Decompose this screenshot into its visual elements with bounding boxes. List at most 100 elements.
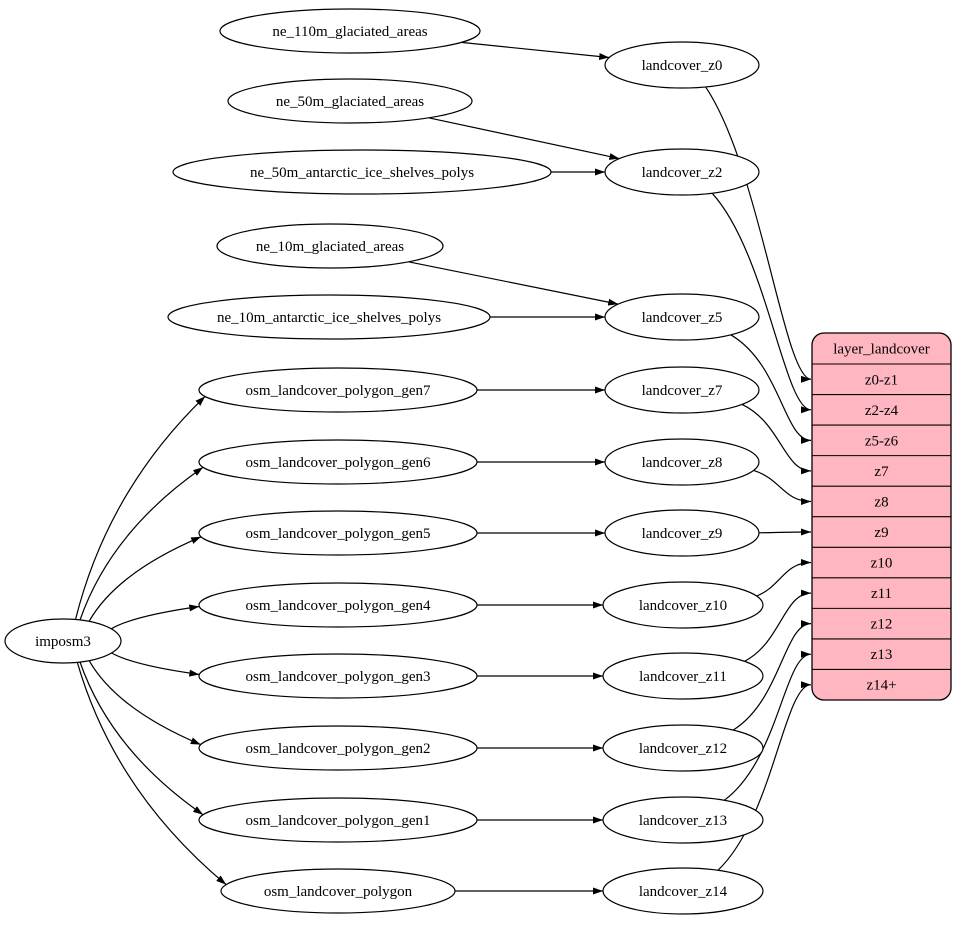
node-osm_landcover_polygon-shape [220, 868, 456, 914]
edge-ne_10m_glaciated_areas-to-landcover_z5 [408, 261, 619, 306]
node-landcover_z7-label: landcover_z7 [642, 383, 723, 399]
edge-imposm3-to-osm_landcover_polygon_gen4 [110, 604, 200, 630]
edge-landcover_z10-to-row-z10 [756, 559, 812, 597]
node-osm_landcover_polygon: osm_landcover_polygon [220, 868, 456, 914]
node-osm_landcover_polygon_gen1-shape [198, 797, 478, 843]
node-landcover_z8-label: landcover_z8 [642, 455, 723, 471]
node-osm_landcover_polygon_gen4: osm_landcover_polygon_gen4 [198, 582, 478, 628]
node-landcover_z5-shape [604, 293, 760, 341]
node-osm_landcover_polygon_gen3-shape [198, 653, 478, 699]
node-ne_50m_antarctic_ice_shelves_polys: ne_50m_antarctic_ice_shelves_polys [172, 149, 552, 195]
node-landcover_z9-shape [604, 509, 760, 557]
node-osm_landcover_polygon_gen7-label: osm_landcover_polygon_gen7 [246, 383, 431, 399]
edge-landcover_z7-to-row-z7 [741, 403, 812, 475]
node-landcover_z7-shape [604, 366, 760, 414]
node-osm_landcover_polygon_gen2-label: osm_landcover_polygon_gen2 [246, 741, 431, 757]
edges-layer [74, 41, 812, 895]
table-row-z10-label: z10 [871, 556, 893, 572]
table-row-z11-label: z11 [871, 586, 892, 602]
edge-landcover_z5-to-row-z5-z6 [730, 334, 812, 444]
edge-landcover_z12-to-row-z12 [732, 620, 812, 731]
node-landcover_z10-shape [602, 581, 764, 629]
edge-imposm3-to-osm_landcover_polygon_gen5 [88, 536, 202, 622]
table-layer_landcover-title: layer_landcover [833, 342, 930, 358]
node-landcover_z5-label: landcover_z5 [642, 310, 723, 326]
node-ne_110m_glaciated_areas-label: ne_110m_glaciated_areas [272, 24, 427, 40]
node-landcover_z12: landcover_z12 [602, 724, 764, 772]
node-landcover_z13-label: landcover_z13 [639, 813, 727, 829]
node-landcover_z14-label: landcover_z14 [639, 884, 728, 900]
node-ne_50m_glaciated_areas: ne_50m_glaciated_areas [227, 78, 473, 124]
node-landcover_z12-label: landcover_z12 [639, 741, 727, 757]
edge-imposm3-to-osm_landcover_polygon_gen3 [111, 652, 200, 677]
table-row-z2-z4-label: z2-z4 [865, 403, 899, 419]
node-osm_landcover_polygon_gen2: osm_landcover_polygon_gen2 [198, 725, 478, 771]
node-ne_10m_glaciated_areas: ne_10m_glaciated_areas [216, 223, 444, 269]
node-osm_landcover_polygon_gen5-shape [198, 510, 478, 556]
edge-landcover_z14-to-row-z14+ [717, 681, 812, 871]
node-landcover_z12-shape [602, 724, 764, 772]
node-ne_10m_glaciated_areas-label: ne_10m_glaciated_areas [256, 239, 404, 255]
node-landcover_z7: landcover_z7 [604, 366, 760, 414]
node-osm_landcover_polygon_gen3: osm_landcover_polygon_gen3 [198, 653, 478, 699]
node-osm_landcover_polygon_gen6: osm_landcover_polygon_gen6 [198, 439, 478, 485]
node-ne_10m_antarctic_ice_shelves_polys: ne_10m_antarctic_ice_shelves_polys [167, 294, 491, 340]
edge-landcover_z0-to-row-z0-z1 [705, 86, 812, 383]
table-row-z13-label: z13 [871, 647, 893, 663]
edge-landcover_z8-to-row-z8 [753, 469, 812, 505]
node-ne_110m_glaciated_areas: ne_110m_glaciated_areas [219, 8, 481, 54]
node-osm_landcover_polygon-label: osm_landcover_polygon [264, 884, 413, 900]
edge-imposm3-to-osm_landcover_polygon_gen1 [79, 661, 204, 816]
node-landcover_z10-label: landcover_z10 [639, 598, 727, 614]
node-osm_landcover_polygon_gen4-label: osm_landcover_polygon_gen4 [246, 598, 431, 614]
node-landcover_z0-shape [604, 41, 760, 89]
node-landcover_z11-shape [602, 652, 764, 700]
node-osm_landcover_polygon_gen7: osm_landcover_polygon_gen7 [198, 367, 478, 413]
edge-imposm3-to-osm_landcover_polygon [76, 662, 227, 886]
node-ne_50m_glaciated_areas-shape [227, 78, 473, 124]
node-osm_landcover_polygon_gen1: osm_landcover_polygon_gen1 [198, 797, 478, 843]
node-imposm3-label: imposm3 [35, 634, 91, 650]
table-row-z12-label: z12 [871, 617, 893, 633]
node-landcover_z10: landcover_z10 [602, 581, 764, 629]
node-osm_landcover_polygon_gen3-label: osm_landcover_polygon_gen3 [246, 669, 431, 685]
node-osm_landcover_polygon_gen2-shape [198, 725, 478, 771]
edge-imposm3-to-osm_landcover_polygon_gen2 [88, 660, 201, 746]
node-landcover_z2-label: landcover_z2 [642, 165, 723, 181]
table-row-z8-label: z8 [874, 494, 888, 510]
node-landcover_z5: landcover_z5 [604, 293, 760, 341]
node-landcover_z9-label: landcover_z9 [642, 526, 723, 542]
node-imposm3: imposm3 [4, 618, 122, 664]
node-landcover_z11: landcover_z11 [602, 652, 764, 700]
table-row-z14+-label: z14+ [866, 678, 896, 694]
node-landcover_z9: landcover_z9 [604, 509, 760, 557]
node-osm_landcover_polygon_gen6-label: osm_landcover_polygon_gen6 [246, 455, 431, 471]
nodes-layer: ne_110m_glaciated_areas ne_50m_glaciated_… [4, 8, 764, 915]
node-landcover_z13: landcover_z13 [602, 796, 764, 844]
table-row-z7-label: z7 [874, 464, 889, 480]
node-landcover_z14-shape [602, 867, 764, 915]
table-row-z9-label: z9 [874, 525, 888, 541]
edge-imposm3-to-osm_landcover_polygon_gen6 [79, 466, 204, 621]
node-landcover_z8: landcover_z8 [604, 438, 760, 486]
node-ne_50m_antarctic_ice_shelves_polys-shape [172, 149, 552, 195]
node-osm_landcover_polygon_gen5: osm_landcover_polygon_gen5 [198, 510, 478, 556]
node-osm_landcover_polygon_gen5-label: osm_landcover_polygon_gen5 [246, 526, 431, 542]
node-landcover_z0-label: landcover_z0 [642, 58, 723, 74]
edge-landcover_z9-to-row-z9 [758, 528, 812, 536]
node-landcover_z8-shape [604, 438, 760, 486]
node-landcover_z2-shape [604, 148, 760, 196]
node-landcover_z0: landcover_z0 [604, 41, 760, 89]
table-row-z0-z1-label: z0-z1 [865, 372, 898, 388]
node-imposm3-shape [4, 618, 122, 664]
node-landcover_z2: landcover_z2 [604, 148, 760, 196]
table-row-z5-z6-label: z5-z6 [865, 433, 899, 449]
edge-landcover_z13-to-row-z13 [723, 650, 812, 801]
node-osm_landcover_polygon_gen6-shape [198, 439, 478, 485]
edge-landcover_z2-to-row-z2-z4 [711, 192, 812, 414]
node-landcover_z14: landcover_z14 [602, 867, 764, 915]
edge-landcover_z11-to-row-z11 [744, 589, 812, 662]
node-landcover_z13-shape [602, 796, 764, 844]
